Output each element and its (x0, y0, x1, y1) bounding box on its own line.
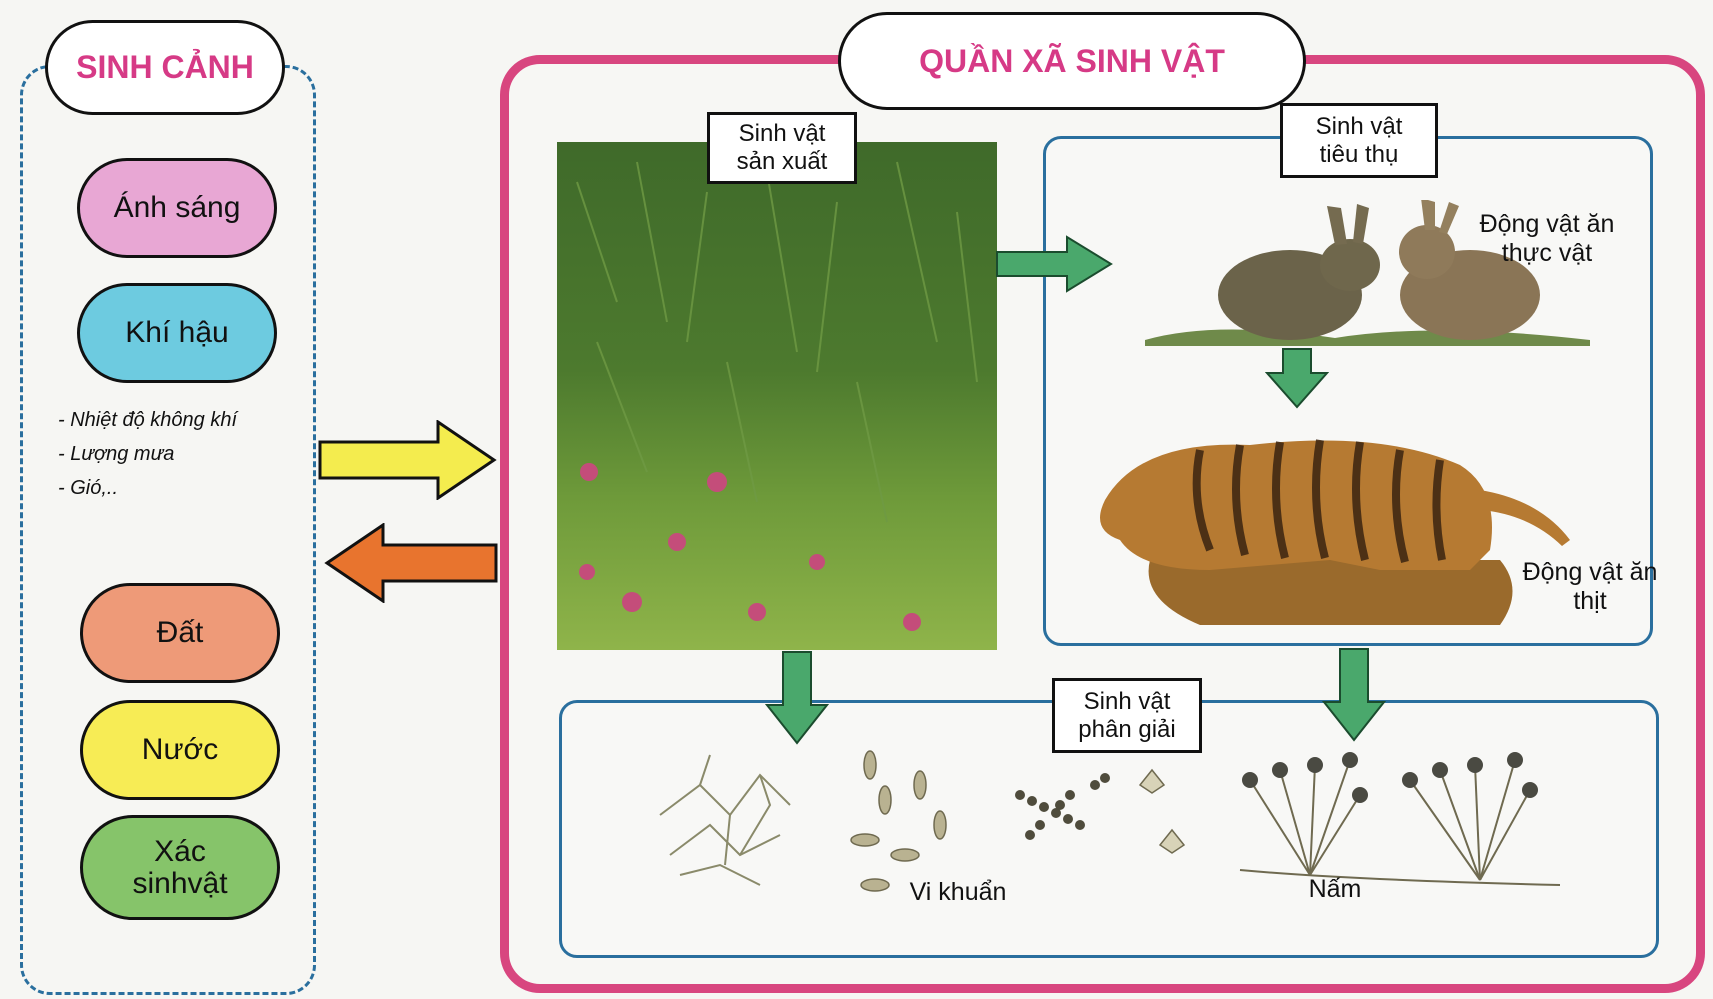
green-arrow-icon (1322, 647, 1386, 742)
green-arrow-icon (1265, 347, 1329, 409)
decomposers-label: Sinh vật phân giải (1052, 678, 1202, 753)
green-arrow-icon (995, 235, 1115, 293)
factor-light: Ánh sáng (77, 158, 277, 258)
grass-image (557, 142, 997, 650)
orange-arrow-left-icon (323, 523, 498, 603)
factor-water: Nước (80, 700, 280, 800)
climate-note-temperature: - Nhiệt độ không khí (58, 403, 237, 437)
carnivores-label: Động vật ăn thịt (1515, 558, 1665, 616)
consumers-label: Sinh vật tiêu thụ (1280, 103, 1438, 178)
climate-note-wind: - Gió,.. (58, 471, 237, 505)
tiger-image (1080, 420, 1580, 640)
herbivores-label: Động vật ăn thực vật (1457, 210, 1637, 268)
fungi-label: Nấm (1290, 875, 1380, 904)
community-title: QUẦN XÃ SINH VẬT (838, 12, 1306, 110)
environment-title: SINH CẢNH (45, 20, 285, 115)
bacteria-label: Vi khuẩn (898, 878, 1018, 907)
climate-note-rainfall: - Lượng mưa (58, 437, 237, 471)
factor-remains: Xác sinhvật (80, 815, 280, 920)
producers-label: Sinh vật sản xuất (707, 112, 857, 184)
yellow-arrow-right-icon (318, 420, 498, 500)
factor-climate: Khí hậu (77, 283, 277, 383)
factor-soil: Đất (80, 583, 280, 683)
fungi-image (1230, 750, 1570, 890)
climate-notes: - Nhiệt độ không khí - Lượng mưa - Gió,.… (58, 403, 237, 505)
green-arrow-icon (765, 650, 829, 745)
